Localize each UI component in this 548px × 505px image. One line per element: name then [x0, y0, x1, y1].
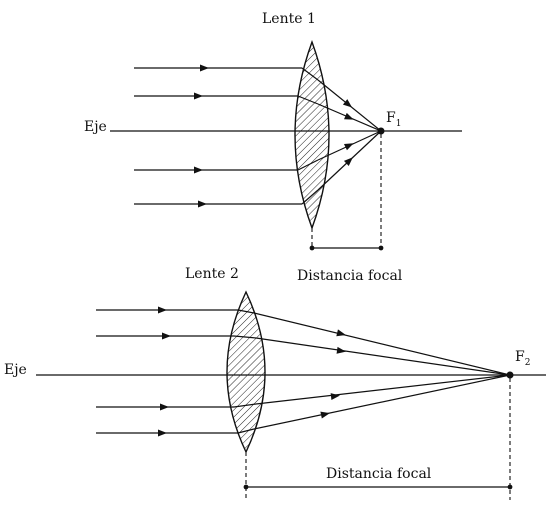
lens2-axis-label: Eje — [4, 362, 27, 378]
lens2-ray-arrow-2 — [162, 332, 171, 340]
lens2-ray-out-1 — [253, 312, 511, 376]
lens1-ray-mid-4 — [297, 159, 319, 171]
lens2-focal-label: Distancia focal — [326, 466, 432, 482]
lens1-focal-end-left — [309, 245, 315, 251]
lens1-out-arrow-1 — [342, 99, 353, 108]
lens1-axis-label: Eje — [84, 119, 107, 135]
lens2-out-arrow-1 — [336, 329, 346, 337]
lens1-ray-mid-1 — [301, 67, 319, 81]
lens1-focal-label: Distancia focal — [297, 268, 403, 284]
lens1-title: Lente 1 — [262, 11, 316, 27]
lens1-ray-mid-5 — [301, 189, 319, 205]
lens2-ray-out-4 — [255, 374, 511, 405]
lens2-group: Lente 2 Eje F2 — [4, 266, 546, 500]
lens2-ray-mid-4 — [233, 403, 257, 408]
lens1-focus-label: F1 — [386, 110, 401, 129]
lens1-out-arrow-2 — [344, 112, 354, 120]
lens2-ray-arrow-5 — [158, 429, 167, 437]
lens2-out-arrow-5 — [320, 411, 330, 419]
lens1-body — [294, 39, 330, 231]
lens2-ray-arrow-1 — [158, 306, 167, 314]
lens1-ray-arrow-4 — [194, 166, 203, 174]
lens2-focus-label: F2 — [515, 349, 530, 368]
lens2-focal-end-right — [507, 484, 513, 490]
lens2-ray-mid-5 — [237, 428, 255, 434]
lens2-focus-point — [506, 371, 514, 379]
lens1-ray-arrow-2 — [194, 92, 203, 100]
lens2-ray-out-5 — [253, 374, 511, 430]
lens2-out-arrow-2 — [336, 346, 346, 354]
lens1-ray-arrow-1 — [200, 64, 209, 72]
lens2-ray-mid-1 — [237, 309, 255, 314]
lens1-focal-end-right — [378, 245, 384, 251]
lens2-ray-out-2 — [255, 337, 511, 376]
lens2-focal-end-left — [243, 484, 249, 490]
lens1-group: Lente 1 Eje F1 — [84, 11, 462, 284]
lens1-out-arrow-5 — [343, 157, 353, 166]
lens1-focus-point — [377, 127, 385, 135]
lens2-ray-mid-2 — [233, 335, 257, 339]
lens1-ray-arrow-5 — [198, 200, 207, 208]
lens2-ray-arrow-4 — [160, 403, 169, 411]
lens1-ray-mid-2 — [297, 95, 319, 105]
lens2-out-arrow-4 — [330, 393, 340, 401]
lens1-out-arrow-4 — [343, 143, 354, 151]
lens2-title: Lente 2 — [185, 266, 239, 282]
